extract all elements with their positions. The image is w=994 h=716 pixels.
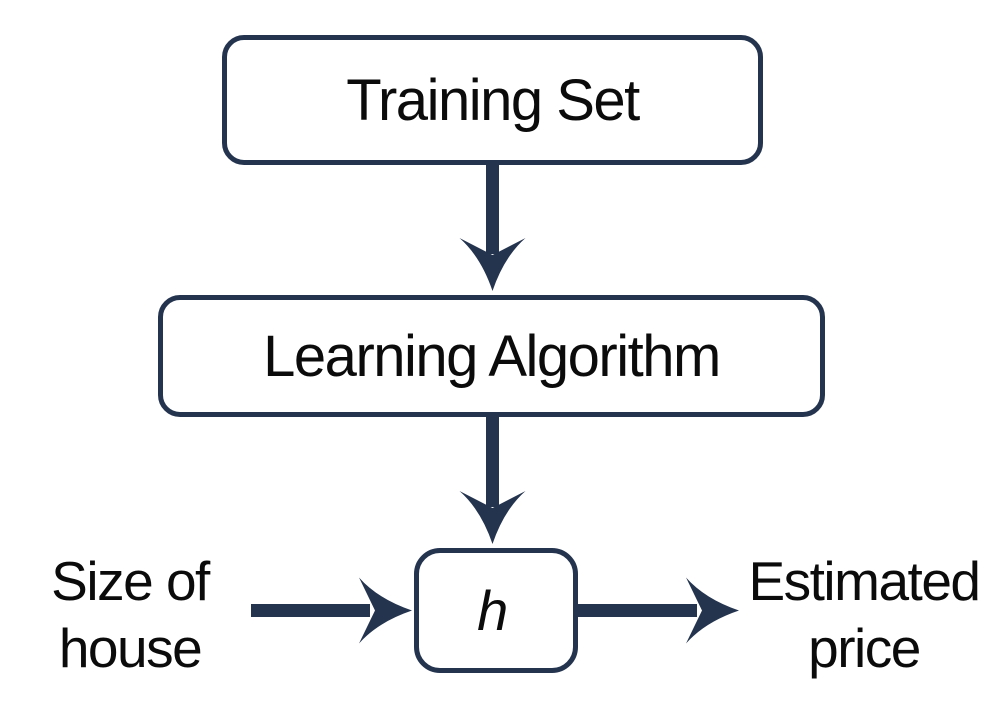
input-label-line2: house bbox=[58, 617, 203, 680]
node-training-set: Training Set bbox=[222, 35, 763, 165]
output-label-line2: price bbox=[808, 617, 921, 680]
input-label-size-of-house: Size of house bbox=[8, 548, 252, 682]
down-arrow-training-to-learning bbox=[459, 162, 526, 291]
down-arrow-learning-to-hypothesis bbox=[459, 415, 526, 544]
node-hypothesis: h bbox=[414, 548, 578, 673]
right-arrow-input-to-hypothesis bbox=[251, 577, 412, 644]
input-label-line1: Size of bbox=[51, 550, 210, 612]
right-arrow-hypothesis-to-output bbox=[577, 577, 739, 644]
output-label-line1: Estimated bbox=[748, 550, 981, 612]
output-label-estimated-price: Estimated price bbox=[736, 548, 992, 682]
node-learning-algorithm: Learning Algorithm bbox=[158, 295, 825, 417]
node-hypothesis-label: h bbox=[477, 579, 508, 642]
node-learning-algorithm-label: Learning Algorithm bbox=[263, 323, 721, 389]
node-training-set-label: Training Set bbox=[346, 67, 640, 133]
